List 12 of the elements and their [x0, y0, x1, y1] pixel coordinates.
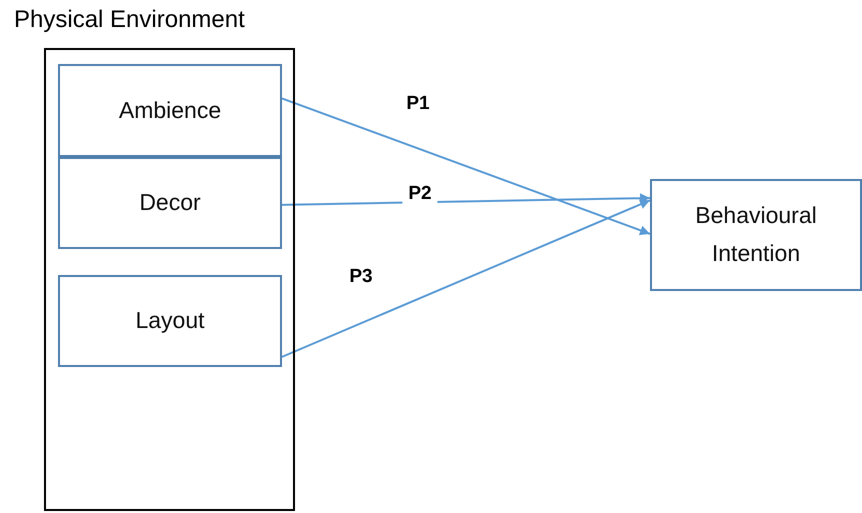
construct-label: Behavioural Intention	[694, 201, 818, 268]
construct-label: Layout	[135, 306, 205, 336]
construct-box	[58, 64, 282, 157]
construct-label: Decor	[139, 188, 201, 218]
arrow	[282, 97, 650, 236]
arrow	[282, 193, 650, 206]
construct-box	[650, 179, 862, 291]
construct-label: Ambience	[118, 96, 222, 125]
group-heading: Physical Environment	[14, 6, 245, 34]
arrow	[282, 199, 650, 358]
construct-box	[58, 275, 282, 367]
construct-box	[58, 157, 282, 249]
